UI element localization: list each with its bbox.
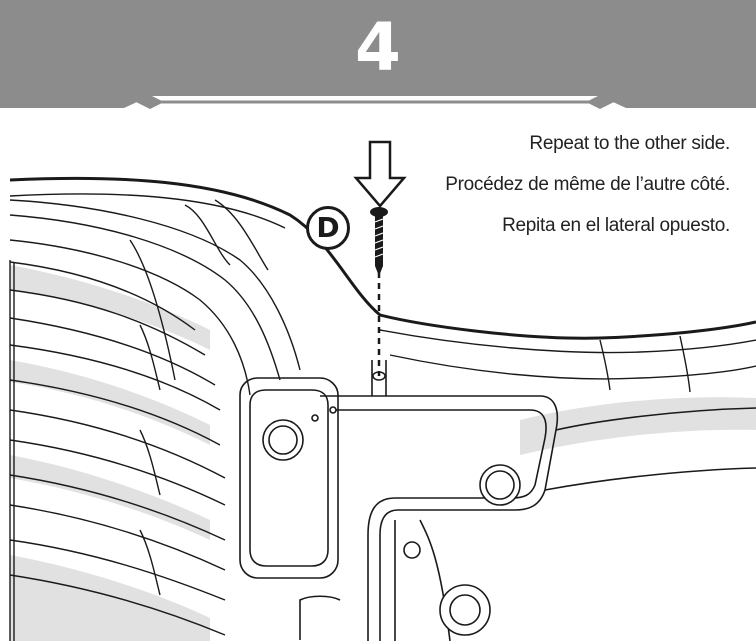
instruction-text: Repeat to the other side. Procédez de mê…	[290, 132, 730, 255]
down-arrow-icon	[353, 140, 407, 208]
frame-rails	[9, 199, 301, 641]
screw-icon	[370, 207, 388, 276]
upper-band	[9, 193, 756, 393]
part-label-badge: D	[306, 206, 350, 250]
step-header	[0, 0, 756, 108]
instruction-spanish: Repita en el lateral opuesto.	[502, 215, 730, 236]
step-number: 4	[355, 9, 401, 86]
instruction-french: Procédez de même de l’autre côté.	[445, 174, 730, 195]
rim-edge	[9, 176, 756, 340]
instruction-english: Repeat to the other side.	[529, 133, 730, 154]
bolt-heads	[262, 406, 521, 636]
corner-bracket	[239, 360, 756, 641]
